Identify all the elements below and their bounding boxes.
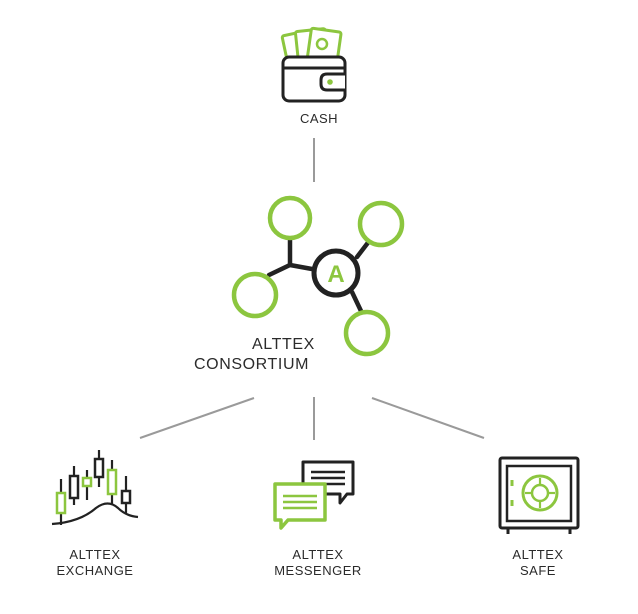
consortium-label-line1: ALTTEX xyxy=(252,336,315,353)
safe-label-line1: ALTTEX xyxy=(512,547,564,562)
cash-label-text: CASH xyxy=(299,111,339,126)
candlestick-chart-icon xyxy=(51,450,139,526)
chat-bubbles-icon xyxy=(273,460,355,530)
consortium-label: ALTTEX CONSORTIUM xyxy=(180,335,340,375)
network-node-top-left xyxy=(267,195,313,241)
wallet-with-bills-icon xyxy=(280,26,347,103)
exchange-label-line2: EXCHANGE xyxy=(56,563,134,579)
vault-safe-icon xyxy=(498,456,580,534)
exchange-label-line1: ALTTEX xyxy=(69,547,121,562)
safe-label: ALTTEX SAFE xyxy=(488,547,588,580)
hub-letter: A xyxy=(327,261,344,288)
network-hub-icon: A xyxy=(231,195,405,357)
messenger-label: ALTTEX MESSENGER xyxy=(258,547,378,580)
connector-consortium-exchange xyxy=(139,397,255,439)
consortium-label-line2: CONSORTIUM xyxy=(194,356,310,373)
cash-label: CASH xyxy=(269,111,369,127)
safe-label-line2: SAFE xyxy=(520,563,556,579)
messenger-label-line1: ALTTEX xyxy=(292,547,344,562)
network-node-bottom-right xyxy=(343,309,391,357)
exchange-label: ALTTEX EXCHANGE xyxy=(40,547,150,580)
network-node-top-right xyxy=(357,200,405,248)
connectors xyxy=(139,138,485,440)
network-node-left xyxy=(231,271,279,319)
network-hub-center xyxy=(311,248,361,298)
connector-consortium-safe xyxy=(371,397,485,439)
messenger-label-line2: MESSENGER xyxy=(274,563,362,579)
